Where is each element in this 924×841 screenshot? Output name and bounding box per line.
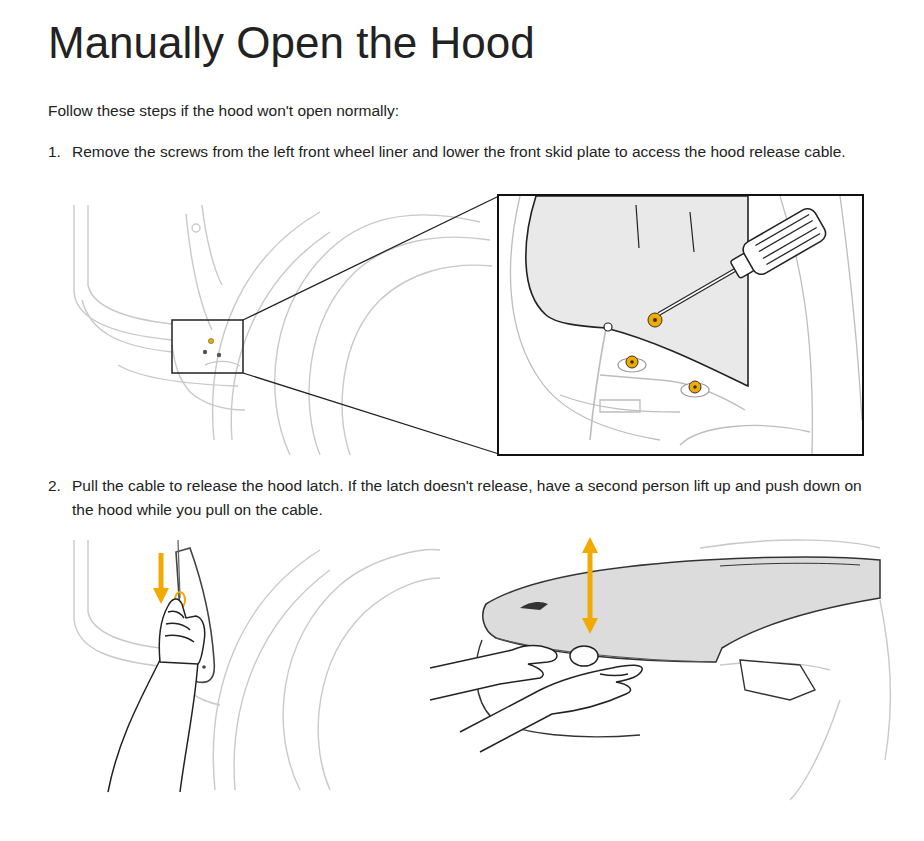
lower-screws — [618, 356, 709, 397]
bumper-line — [82, 300, 172, 352]
screwdriver-shaft — [659, 270, 735, 314]
zoom-box — [172, 320, 243, 373]
finger — [600, 674, 628, 676]
screw-head — [689, 381, 701, 393]
pull-arrow — [159, 553, 164, 596]
handle-groove — [755, 214, 809, 245]
screwdriver-handle — [740, 205, 829, 277]
bumper-line — [74, 205, 172, 340]
bracket — [600, 400, 640, 412]
finger — [168, 611, 184, 618]
skid-plate-edge — [205, 361, 240, 366]
step-number-box: 1. — [48, 140, 70, 164]
wheel-arch — [213, 212, 320, 440]
tire — [283, 550, 440, 790]
title-text: Manually Open the Hood — [48, 18, 535, 67]
wheel-arch — [234, 570, 330, 790]
screw-head — [626, 356, 638, 368]
screwdriver — [650, 205, 829, 329]
fastener-hole — [202, 665, 206, 669]
finger — [165, 635, 194, 642]
liner-seam — [636, 205, 639, 248]
tire — [318, 578, 440, 790]
page-title: Manually Open the Hood — [48, 16, 535, 70]
fastener-hole — [192, 224, 200, 232]
handle-groove — [766, 234, 820, 265]
inset-ground — [499, 196, 862, 454]
body-line — [880, 600, 890, 760]
car-outline — [74, 205, 492, 455]
headlight — [740, 660, 815, 700]
zoom-line — [243, 373, 499, 454]
hand — [159, 599, 204, 664]
screw-marker — [203, 350, 207, 354]
bumper-line — [118, 365, 238, 386]
bumper-line — [172, 345, 245, 410]
hood-crease — [720, 563, 860, 566]
lift-push-arrow — [588, 545, 593, 626]
screw-slot — [630, 360, 634, 364]
inset-detail — [499, 196, 862, 454]
fastener-hole — [604, 323, 612, 331]
body-line — [560, 395, 680, 412]
hand-pulling — [108, 599, 205, 792]
handle-groove — [763, 227, 817, 258]
finger — [166, 623, 190, 630]
screw-marker — [208, 338, 213, 343]
fender-line — [202, 205, 222, 285]
tire — [275, 215, 480, 455]
body-line — [680, 426, 810, 445]
lower-hand — [460, 665, 642, 752]
wheel-arch — [213, 550, 320, 790]
intro-text: Follow these steps if the hood won't ope… — [48, 102, 399, 119]
liner-seam — [690, 212, 694, 252]
body-line — [840, 196, 862, 420]
wheel-liner — [526, 196, 748, 386]
body-line — [790, 700, 840, 800]
step-number: 2. — [48, 477, 61, 494]
step-number: 1. — [48, 143, 61, 160]
body-line — [600, 375, 745, 410]
handle-groove — [759, 221, 813, 252]
screwdriver-shaft — [659, 270, 735, 314]
screw-slot — [693, 385, 697, 389]
hands-on-hood — [430, 646, 642, 752]
step-text-box: Remove the screws from the left front wh… — [72, 140, 872, 164]
intro-text-box: Follow these steps if the hood won't ope… — [48, 99, 868, 123]
screw-slot — [653, 318, 657, 322]
inset-frame — [498, 195, 863, 455]
step-text: Remove the screws from the left front wh… — [72, 143, 846, 160]
cable-line — [590, 328, 606, 440]
step-text: Pull the cable to release the hood latch… — [72, 477, 862, 518]
zoom-line — [243, 196, 499, 320]
latch-knob — [570, 646, 598, 666]
step-number-box: 2. — [48, 474, 70, 498]
hood-emblem — [520, 602, 548, 610]
release-cable — [178, 540, 180, 598]
arm — [108, 660, 198, 792]
tire — [342, 265, 492, 455]
step-text-box: Pull the cable to release the hood latch… — [72, 474, 872, 522]
windshield-line — [700, 540, 880, 548]
screw-marker — [217, 353, 221, 357]
bumper-line — [88, 205, 172, 324]
fender-line — [186, 214, 212, 330]
